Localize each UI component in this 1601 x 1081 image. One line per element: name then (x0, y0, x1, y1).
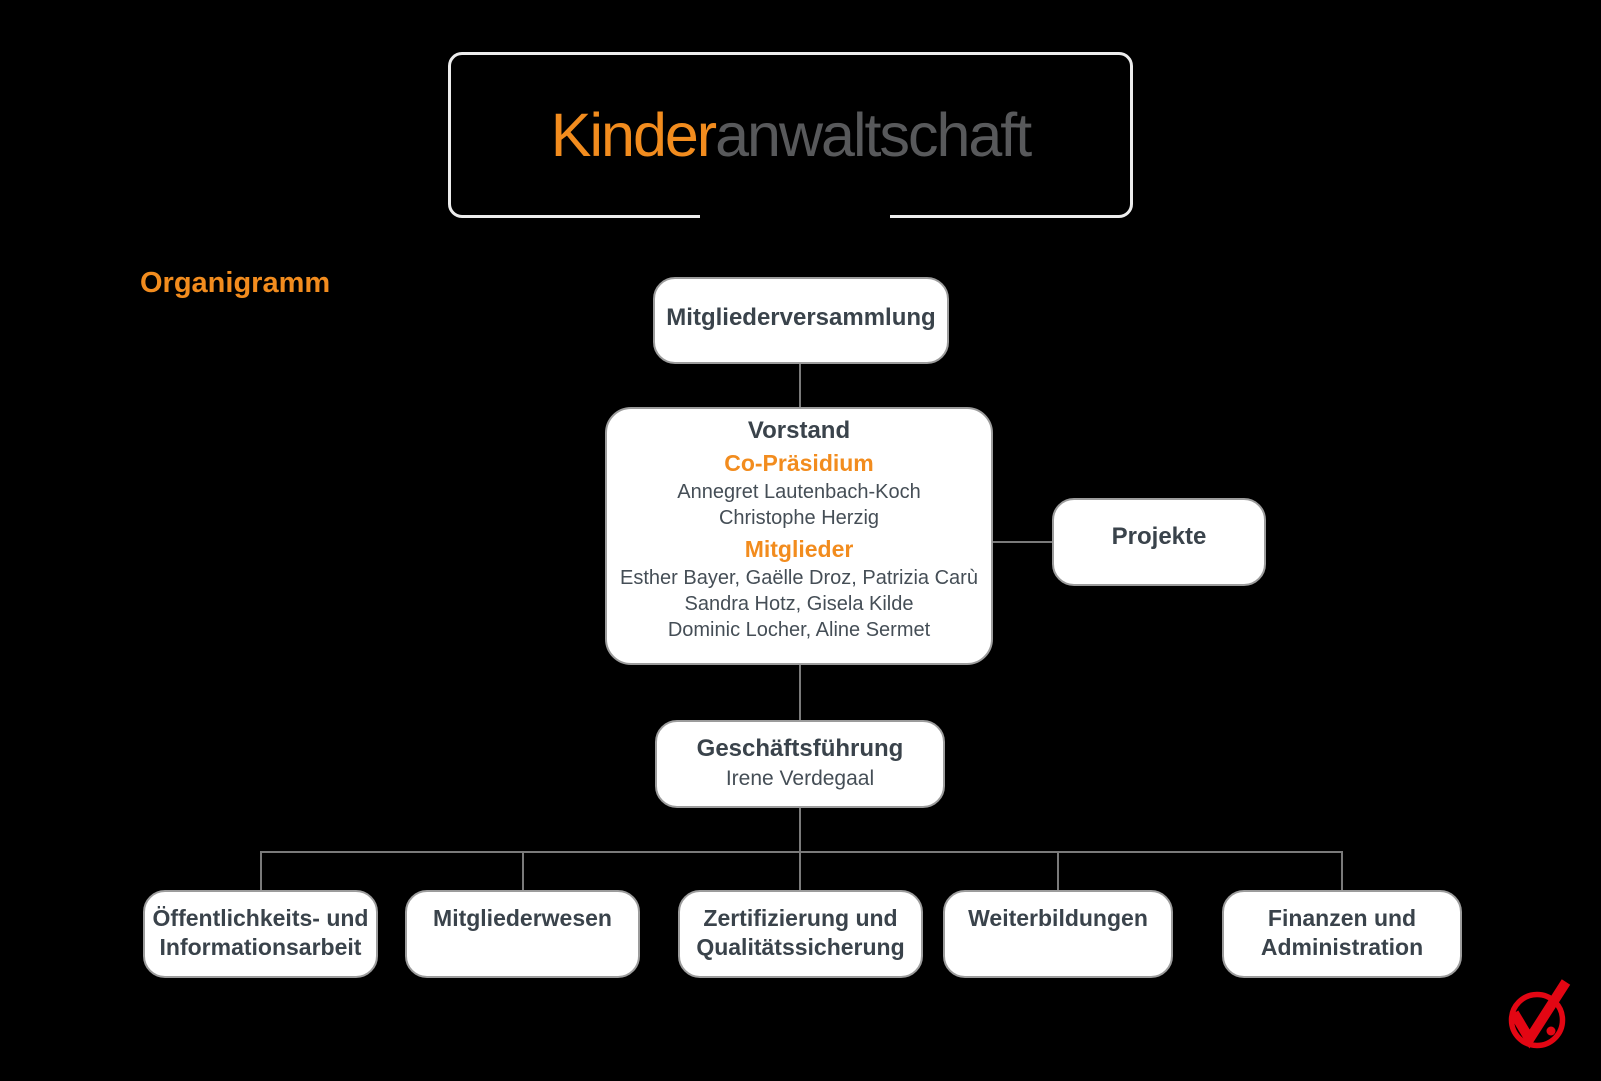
node-geschaeftsfuehrung: Geschäftsführung Irene Verdegaal (655, 720, 945, 808)
node-mitgliederversammlung: Mitgliederversammlung (653, 277, 949, 364)
connector-mitgliederversammlung-vorstand (799, 364, 801, 407)
person-name: Christophe Herzig (718, 507, 880, 529)
page-title: Organigramm (140, 267, 331, 299)
person-name: Sandra Hotz, Gisela Kilde (684, 593, 914, 615)
node-mitgliederwesen: Mitgliederwesen (405, 890, 640, 978)
dept-title-line: Weiterbildungen (968, 905, 1148, 931)
brand-logo: Kinderanwaltschaft (551, 104, 1032, 166)
connector-bus-horizontal (260, 851, 1342, 853)
connector-drop-oeffentlichkeit (260, 851, 262, 890)
dept-title-line: Öffentlichkeits- und (152, 905, 369, 931)
dept-title-line: Informationsarbeit (159, 934, 362, 960)
dept-title-line: Finanzen und (1267, 905, 1417, 931)
dept-title-line: Qualitätssicherung (696, 934, 905, 960)
node-oeffentlichkeits-und-informationsarbeit: Öffentlichkeits- und Informationsarbeit (143, 890, 378, 978)
node-finanzen-und-administration: Finanzen und Administration (1222, 890, 1462, 978)
red-checkmark-seal-icon (1508, 979, 1571, 1049)
connector-drop-mitgliederwesen (522, 851, 524, 890)
node-zertifizierung-und-qualitaetssicherung: Zertifizierung und Qualitätssicherung (678, 890, 923, 978)
node-weiterbildungen: Weiterbildungen (943, 890, 1173, 978)
logo-border-gap (700, 211, 890, 221)
person-name: Irene Verdegaal (725, 767, 875, 790)
section-heading-co-praesidium: Co-Präsidium (724, 450, 874, 476)
connector-drop-weiterbildungen (1057, 851, 1059, 890)
section-heading-mitglieder: Mitglieder (744, 536, 854, 562)
logo-box: Kinderanwaltschaft (448, 52, 1133, 221)
person-name: Annegret Lautenbach-Koch (677, 481, 921, 503)
brand-logo-primary: Kinder (550, 100, 717, 169)
node-title: Vorstand (747, 417, 851, 444)
connector-drop-zertifizierung (799, 851, 801, 890)
brand-logo-secondary: anwaltschaft (715, 100, 1032, 169)
person-name: Dominic Locher, Aline Sermet (667, 619, 931, 641)
connector-geschaeftsfuehrung-bus (799, 808, 801, 852)
node-projekte: Projekte (1052, 498, 1266, 586)
dept-title-line: Administration (1260, 934, 1424, 960)
person-name: Esther Bayer, Gaëlle Droz, Patrizia Carù (620, 567, 978, 589)
co-praesidium-names: Annegret Lautenbach-Koch Christophe Herz… (607, 479, 991, 531)
dept-title-line: Mitgliederwesen (433, 905, 612, 931)
node-vorstand: Vorstand Co-Präsidium Annegret Lautenbac… (605, 407, 993, 665)
node-title: Projekte (1111, 523, 1207, 550)
node-title: Geschäftsführung (696, 735, 904, 762)
connector-drop-finanzen (1341, 851, 1343, 890)
connector-vorstand-projekte (993, 541, 1052, 543)
mitglieder-names: Esther Bayer, Gaëlle Droz, Patrizia Carù… (607, 565, 991, 643)
connector-vorstand-geschaeftsfuehrung (799, 665, 801, 720)
node-title: Mitgliederversammlung (666, 304, 936, 331)
dept-title-line: Zertifizierung und (703, 905, 898, 931)
